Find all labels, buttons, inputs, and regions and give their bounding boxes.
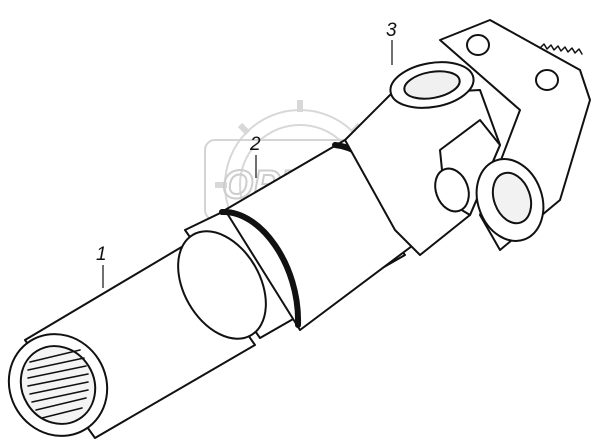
callout-3: 3 [386, 20, 397, 41]
shaft-drawing [7, 19, 591, 439]
callout-2: 2 [249, 134, 261, 155]
callout-leaders [102, 40, 393, 288]
seal-ring-left [219, 208, 302, 328]
flange-bolt-hole-1 [466, 34, 490, 56]
yoke-eye-top-bore [403, 70, 461, 100]
flange-teeth [539, 43, 583, 55]
bearing-cup-bore [491, 171, 533, 225]
sleeve-splines [27, 349, 89, 419]
shoulder-face [177, 230, 267, 340]
sleeve-bore [19, 345, 97, 425]
flange-bolt-hole-2 [535, 69, 559, 91]
callout-1: 1 [96, 244, 107, 265]
cross-trunnion [434, 167, 470, 213]
